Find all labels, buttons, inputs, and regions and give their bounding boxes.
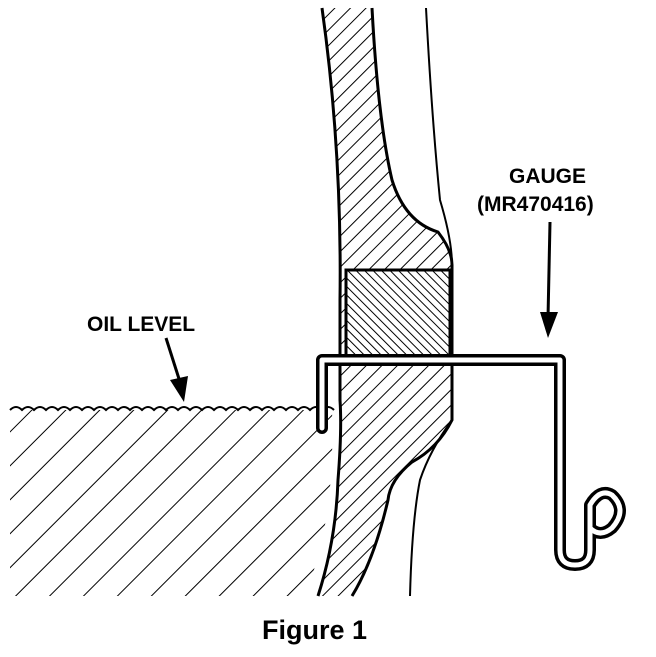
gauge-arrow — [540, 221, 558, 338]
filler-plug — [344, 268, 452, 364]
gauge-label: GAUGE — [509, 165, 586, 188]
figure-caption: Figure 1 — [262, 615, 367, 645]
oil-level-surface — [9, 406, 335, 412]
oil-level-label: OIL LEVEL — [87, 313, 195, 336]
outer-casing-line — [409, 7, 453, 597]
gauge-wire-inner — [319, 357, 623, 568]
oil-level-arrow — [164, 337, 188, 402]
oil-region — [10, 410, 333, 596]
gauge-part-number: (MR470416) — [477, 193, 594, 216]
